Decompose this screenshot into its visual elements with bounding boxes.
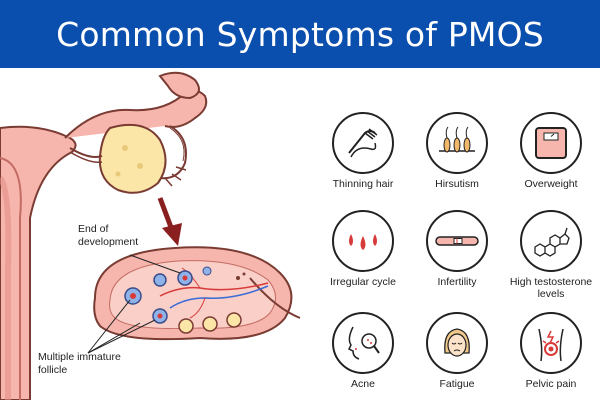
uterus-illustration xyxy=(0,125,77,401)
symptom-label: Overweight xyxy=(524,178,578,190)
ovary-cross-section xyxy=(93,246,301,341)
thinning-hair-icon xyxy=(332,112,394,174)
symptom-irregular-cycle: Irregular cycle xyxy=(318,210,408,288)
tired-face-icon xyxy=(426,312,488,374)
label-multiple-immature-follicle: Multiple immature follicle xyxy=(38,351,121,376)
symptom-label: Acne xyxy=(351,378,375,390)
symptom-label: Pelvic pain xyxy=(525,378,577,390)
blood-drops-icon xyxy=(332,210,394,272)
symptom-infertility: Infertility xyxy=(412,210,502,288)
pelvic-pain-icon xyxy=(520,312,582,374)
symptom-hirsutism: Hirsutism xyxy=(412,112,502,190)
symptom-overweight: Overweight xyxy=(506,112,596,190)
hirsutism-icon xyxy=(426,112,488,174)
pcos-ovary-diagram: End of development Multiple immature fol… xyxy=(0,68,320,401)
symptom-high-testosterone: High testosterone levels xyxy=(506,210,596,300)
label-end-of-development: End of development xyxy=(78,223,139,248)
header-banner: Common Symptoms of PMOS xyxy=(0,0,600,68)
symptom-fatigue: Fatigue xyxy=(412,312,502,390)
symptom-label: High testosterone levels xyxy=(509,276,593,300)
symptom-label: Fatigue xyxy=(439,378,475,390)
acne-face-icon xyxy=(332,312,394,374)
pregnancy-test-icon xyxy=(426,210,488,272)
ovary-top xyxy=(69,124,167,194)
symptom-label: Hirsutism xyxy=(435,178,479,190)
ovary-illustration xyxy=(0,71,301,401)
label-leader-lines xyxy=(87,254,181,354)
symptom-label: Thinning hair xyxy=(332,178,394,190)
symptom-acne: Acne xyxy=(318,312,408,390)
symptom-label: Irregular cycle xyxy=(330,276,396,288)
testosterone-molecule-icon xyxy=(520,210,582,272)
symptom-pelvic-pain: Pelvic pain xyxy=(506,312,596,390)
symptom-thinning-hair: Thinning hair xyxy=(318,112,408,190)
page-title: Common Symptoms of PMOS xyxy=(56,14,544,54)
fallopian-tube xyxy=(64,71,208,187)
scale-icon xyxy=(520,112,582,174)
symptom-label: Infertility xyxy=(437,276,477,288)
down-arrow xyxy=(157,197,182,246)
